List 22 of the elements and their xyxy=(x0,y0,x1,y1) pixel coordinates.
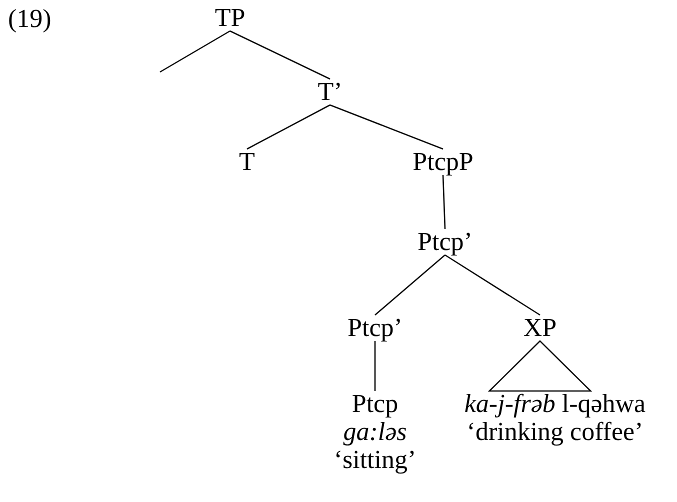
word-label: ga:ləs xyxy=(343,418,407,446)
category-label: Ptcp xyxy=(352,390,398,418)
tree-branch xyxy=(330,104,444,150)
tree-branch xyxy=(374,341,376,391)
tree-branch xyxy=(160,30,230,73)
category-label: PtcpP xyxy=(412,148,474,176)
category-label: Ptcp’ xyxy=(348,314,402,342)
tree-branch xyxy=(246,104,330,150)
tree-branch xyxy=(374,254,446,316)
gloss-label: ‘sitting’ xyxy=(334,446,416,474)
category-label: TP xyxy=(214,4,246,32)
word-label: ka-j-frəb l-qəhwa xyxy=(464,390,646,418)
example-number: (19) xyxy=(8,4,52,34)
category-label: T xyxy=(239,148,255,176)
category-label: T’ xyxy=(318,78,342,106)
tree-branch xyxy=(230,30,330,80)
gloss-label: ‘drinking coffee’ xyxy=(466,418,644,446)
category-label: Ptcp’ xyxy=(418,228,472,256)
triangle-branch xyxy=(488,340,592,392)
tree-branch xyxy=(442,174,446,230)
category-label: XP xyxy=(523,314,557,342)
tree-branch xyxy=(444,254,540,316)
